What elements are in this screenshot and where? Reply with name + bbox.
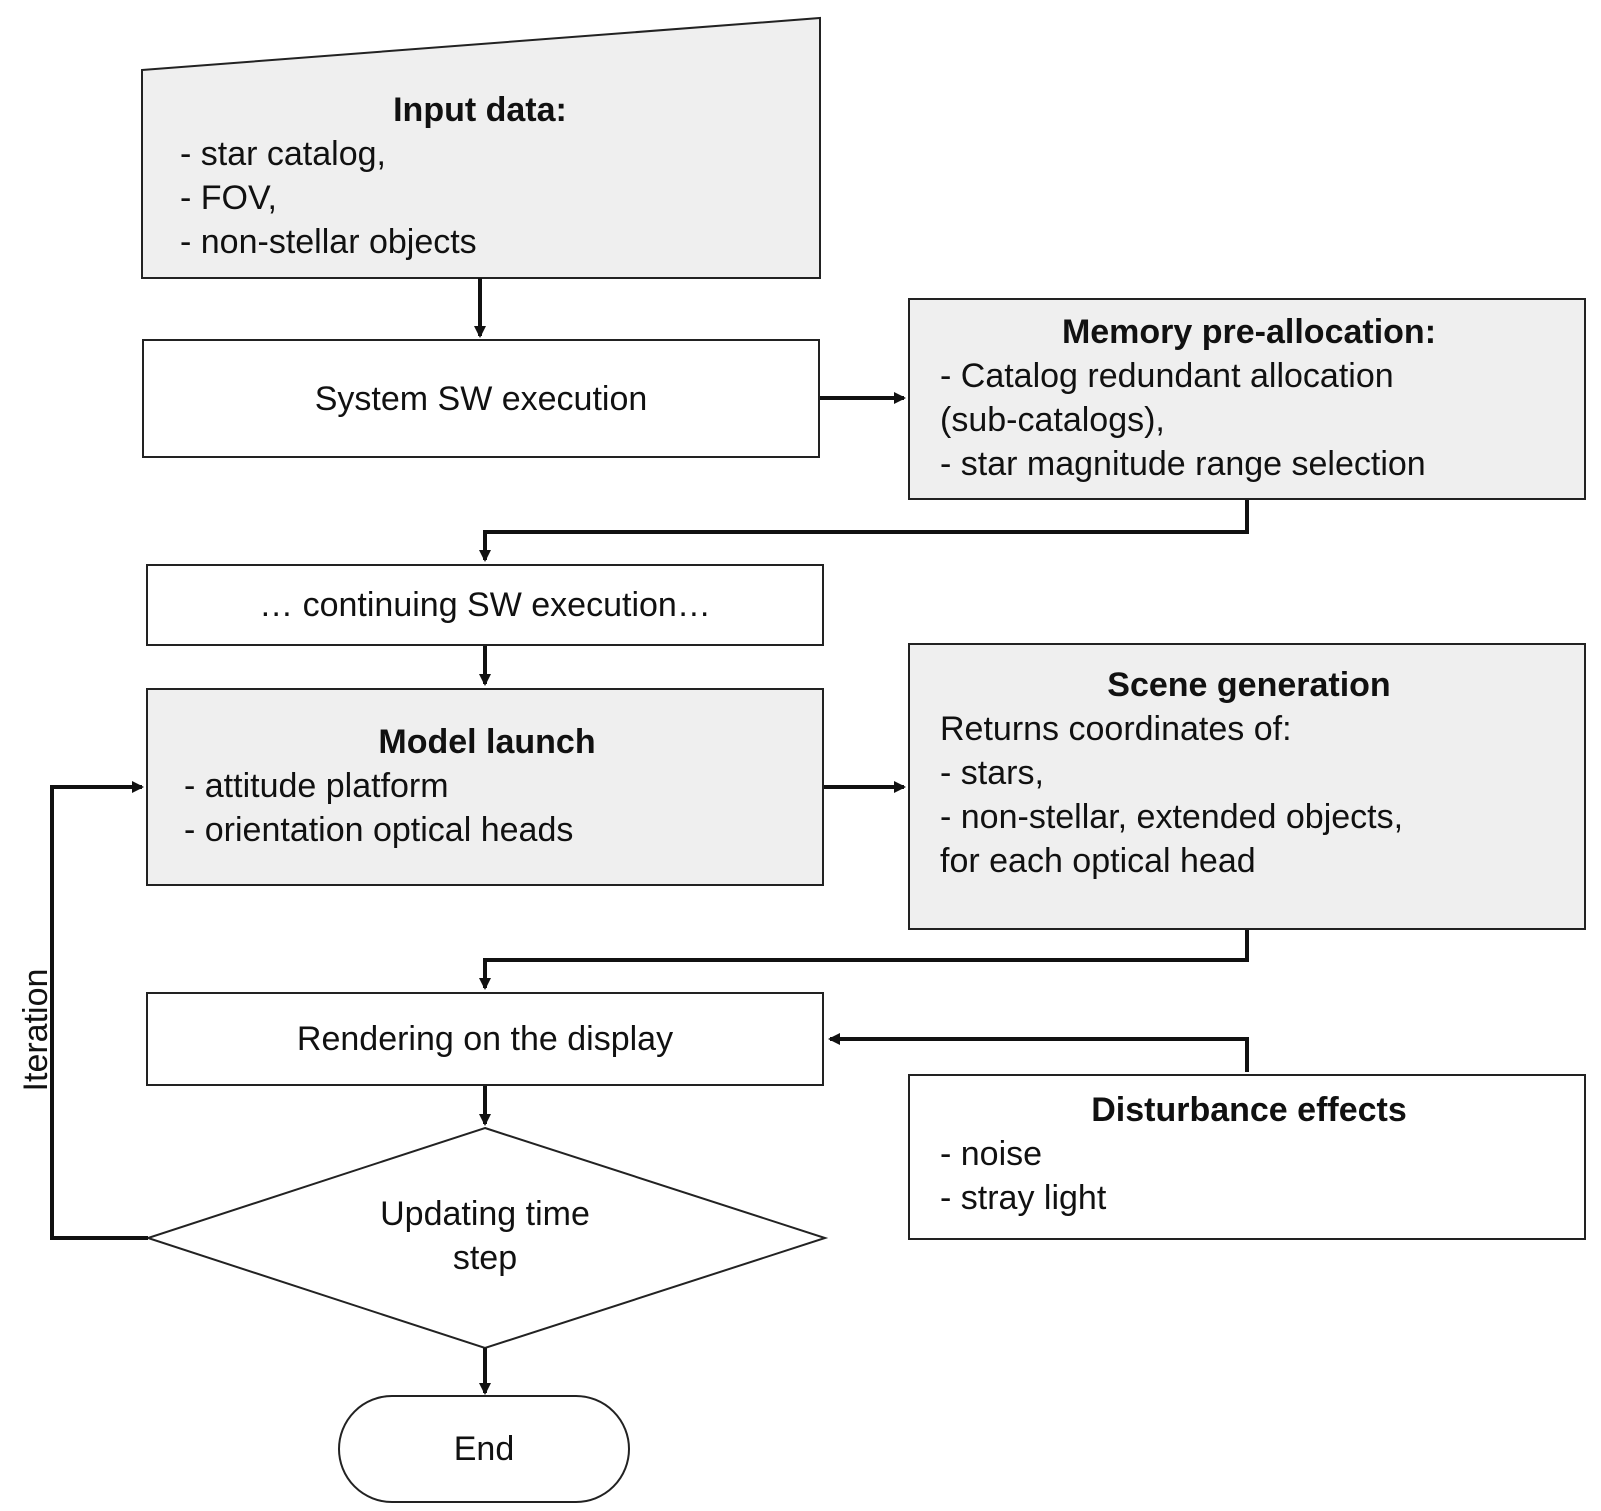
model-launch-node: Model launch - attitude platform - orien… — [146, 688, 824, 886]
disturbance-item: - stray light — [940, 1179, 1107, 1217]
memory-title: Memory pre-allocation: — [1061, 313, 1437, 351]
iteration-label: Iteration — [17, 968, 55, 1092]
arrow-memory-to-continuing — [479, 500, 1249, 562]
memory-line: - Catalog redundant allocation — [940, 357, 1394, 395]
decision-line: step — [452, 1239, 518, 1277]
memory-line: - star magnitude range selection — [940, 445, 1426, 483]
scene-title: Scene generation — [1107, 666, 1391, 704]
rendering-node: Rendering on the display — [146, 992, 824, 1086]
system-sw-execution-node: System SW execution — [142, 339, 820, 458]
disturbance-effects-node: Disturbance effects - noise - stray ligh… — [908, 1074, 1586, 1240]
input-data-item: - non-stellar objects — [180, 223, 477, 261]
input-data-item: - star catalog, — [180, 135, 386, 173]
arrow-scene-to-rendering — [479, 930, 1249, 990]
memory-line: (sub-catalogs), — [940, 401, 1165, 439]
input-data-title: Input data: — [393, 91, 567, 129]
scene-line: Returns coordinates of: — [940, 710, 1292, 748]
rendering-label: Rendering on the display — [296, 1020, 674, 1058]
input-data-node: Input data: - star catalog, - FOV, - non… — [180, 88, 820, 264]
scene-line: - stars, — [940, 754, 1044, 792]
continuing-execution-label: … continuing SW execution… — [259, 586, 711, 624]
decision-text: Updating time step — [285, 1192, 685, 1280]
continuing-execution-node: … continuing SW execution… — [146, 564, 824, 646]
model-launch-title: Model launch — [378, 723, 596, 761]
memory-preallocation-node: Memory pre-allocation: - Catalog redunda… — [908, 298, 1586, 500]
disturbance-title: Disturbance effects — [1091, 1091, 1407, 1129]
scene-line: - non-stellar, extended objects, — [940, 798, 1404, 836]
arrow-disturbance-to-rendering — [828, 1033, 1249, 1072]
input-data-item: - FOV, — [180, 179, 277, 217]
input-data-shape — [141, 16, 821, 279]
model-launch-item: - attitude platform — [184, 767, 449, 805]
arrow-iteration-loop — [50, 781, 148, 1240]
end-label: End — [453, 1430, 515, 1468]
model-launch-item: - orientation optical heads — [184, 811, 574, 849]
decision-line: Updating time — [380, 1195, 590, 1233]
system-sw-execution-label: System SW execution — [314, 379, 648, 418]
end-terminator — [338, 1395, 630, 1503]
scene-line: for each optical head — [940, 842, 1256, 880]
disturbance-item: - noise — [940, 1135, 1043, 1173]
scene-generation-node: Scene generation Returns coordinates of:… — [908, 643, 1586, 930]
